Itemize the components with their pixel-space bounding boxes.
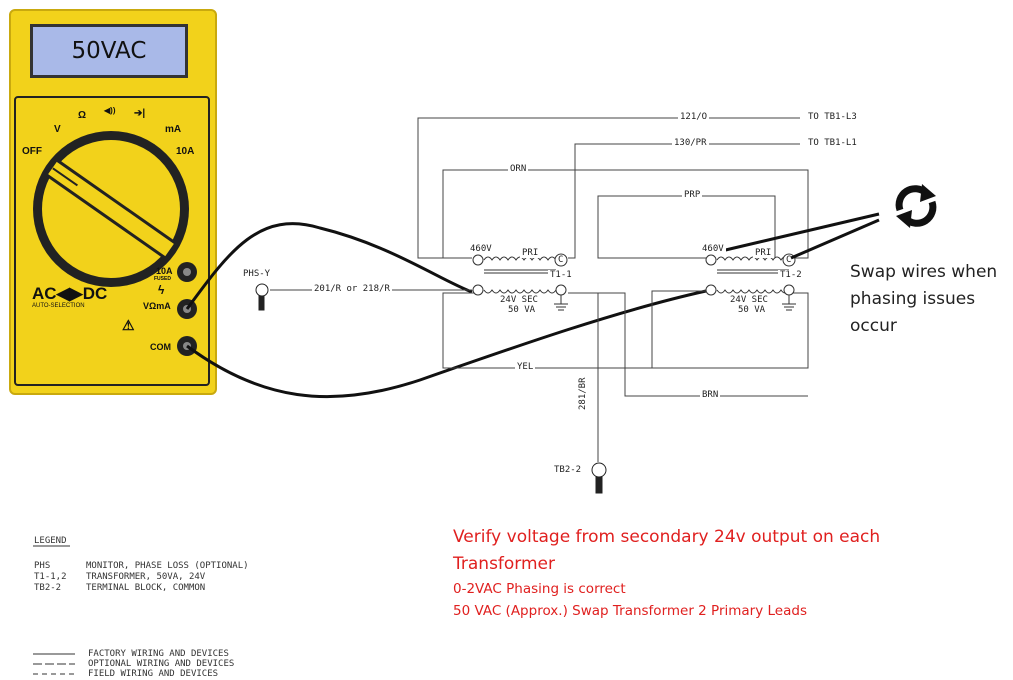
wire-orn: [442, 169, 809, 259]
t1-1-pri: PRI: [520, 248, 541, 258]
tb2-terminal: [591, 462, 607, 494]
label-yel: YEL: [515, 362, 536, 372]
wire-281: [568, 292, 599, 462]
label-201: 201/R or 218/R: [312, 284, 392, 294]
legend-value: TERMINAL BLOCK, COMMON: [86, 583, 206, 593]
meter-display: 50VAC: [30, 24, 188, 78]
label-phs: PHS-Y: [241, 269, 273, 279]
swap-icon: [895, 184, 937, 228]
verify-line-2: 50 VAC (Approx.) Swap Transformer 2 Prim…: [453, 603, 807, 619]
t1-2-pri: PRI: [753, 248, 774, 258]
verify-title-2: Transformer: [453, 554, 556, 574]
dial-off-label: OFF: [22, 146, 42, 157]
ac-dc-label: AC◀▶DC: [32, 284, 108, 303]
label-to-l3: TO TB1-L3: [806, 112, 859, 122]
legend-line-label: FIELD WIRING AND DEVICES: [88, 669, 219, 679]
label-tb2: TB2-2: [552, 465, 584, 475]
t1-2-c: C: [786, 255, 792, 265]
t1-1-va: 50 VA: [506, 305, 538, 315]
label-130: 130/PR: [672, 138, 709, 148]
jack-10a-sub: FUSED: [154, 276, 171, 282]
jack-vma-label: VΩmA: [143, 301, 171, 311]
verify-note: Verify voltage from secondary 24v output…: [453, 524, 880, 622]
dial-ohm-label: Ω: [78, 110, 87, 121]
swap-note-line: Swap wires when: [850, 262, 998, 282]
verify-line-1: 0-2VAC Phasing is correct: [453, 581, 626, 597]
lightning-icon: ϟ: [158, 283, 165, 297]
jack-com-label: COM: [150, 342, 171, 352]
swap-note: Swap wires when phasing issues occur: [850, 259, 997, 340]
label-orn: ORN: [508, 164, 529, 174]
jack-10a-label: 10A: [156, 266, 173, 276]
label-to-l1: TO TB1-L1: [806, 138, 859, 148]
selector-dial[interactable]: [30, 128, 192, 290]
wire-sec2: [651, 290, 706, 368]
t1-2-sec: 24V SEC: [728, 295, 770, 305]
label-121: 121/O: [678, 112, 710, 122]
dial-diode-label: ➔|: [134, 108, 146, 119]
label-prp: PRP: [682, 190, 703, 200]
phs-terminal: [255, 283, 269, 311]
t1-1-id: T1-1: [548, 270, 574, 280]
label-281: 281/BR: [578, 375, 588, 412]
wire-prp: [597, 195, 776, 259]
wire-brn: [568, 292, 808, 397]
t1-2-id: T1-2: [778, 270, 804, 280]
dial-10a-label: 10A: [176, 146, 195, 157]
test-lead-red: [185, 222, 473, 310]
transformer-t1-2: [705, 253, 796, 311]
dial-v-label: V: [54, 124, 61, 135]
legend-line-label: FACTORY WIRING AND DEVICES: [88, 649, 229, 659]
t1-1-sec: 24V SEC: [498, 295, 540, 305]
t1-1-c: C: [558, 255, 564, 265]
t1-2-460v: 460V: [700, 244, 726, 254]
legend-line-label: OPTIONAL WIRING AND DEVICES: [88, 659, 235, 669]
jack-10a[interactable]: [177, 262, 197, 282]
wire-121: [417, 117, 800, 259]
legend-value: TRANSFORMER, 50VA, 24V: [86, 572, 206, 582]
label-brn: BRN: [700, 390, 721, 400]
warning-icon: ⚠: [122, 317, 135, 333]
swap-note-line: phasing issues: [850, 289, 976, 309]
t1-1-460v: 460V: [468, 244, 494, 254]
dial-buzzer-label: ◀)): [104, 106, 116, 115]
meter-panel: [14, 96, 210, 386]
legend-key: TB2-2: [34, 583, 62, 593]
legend-key: PHS: [34, 561, 51, 571]
dial-ma-label: mA: [165, 124, 182, 135]
legend-key: T1-1,2: [34, 572, 67, 582]
swap-note-line: occur: [850, 316, 897, 336]
verify-title-1: Verify voltage from secondary 24v output…: [453, 527, 881, 547]
swap-pointer-1: [716, 212, 880, 254]
test-lead-black: [186, 289, 707, 399]
auto-selection-label: AUTO-SELECTION: [32, 303, 85, 309]
swap-pointer-2: [790, 218, 880, 260]
legend-heading: LEGEND: [34, 536, 67, 546]
legend-value: MONITOR, PHASE LOSS (OPTIONAL): [86, 561, 249, 571]
t1-2-va: 50 VA: [736, 305, 768, 315]
